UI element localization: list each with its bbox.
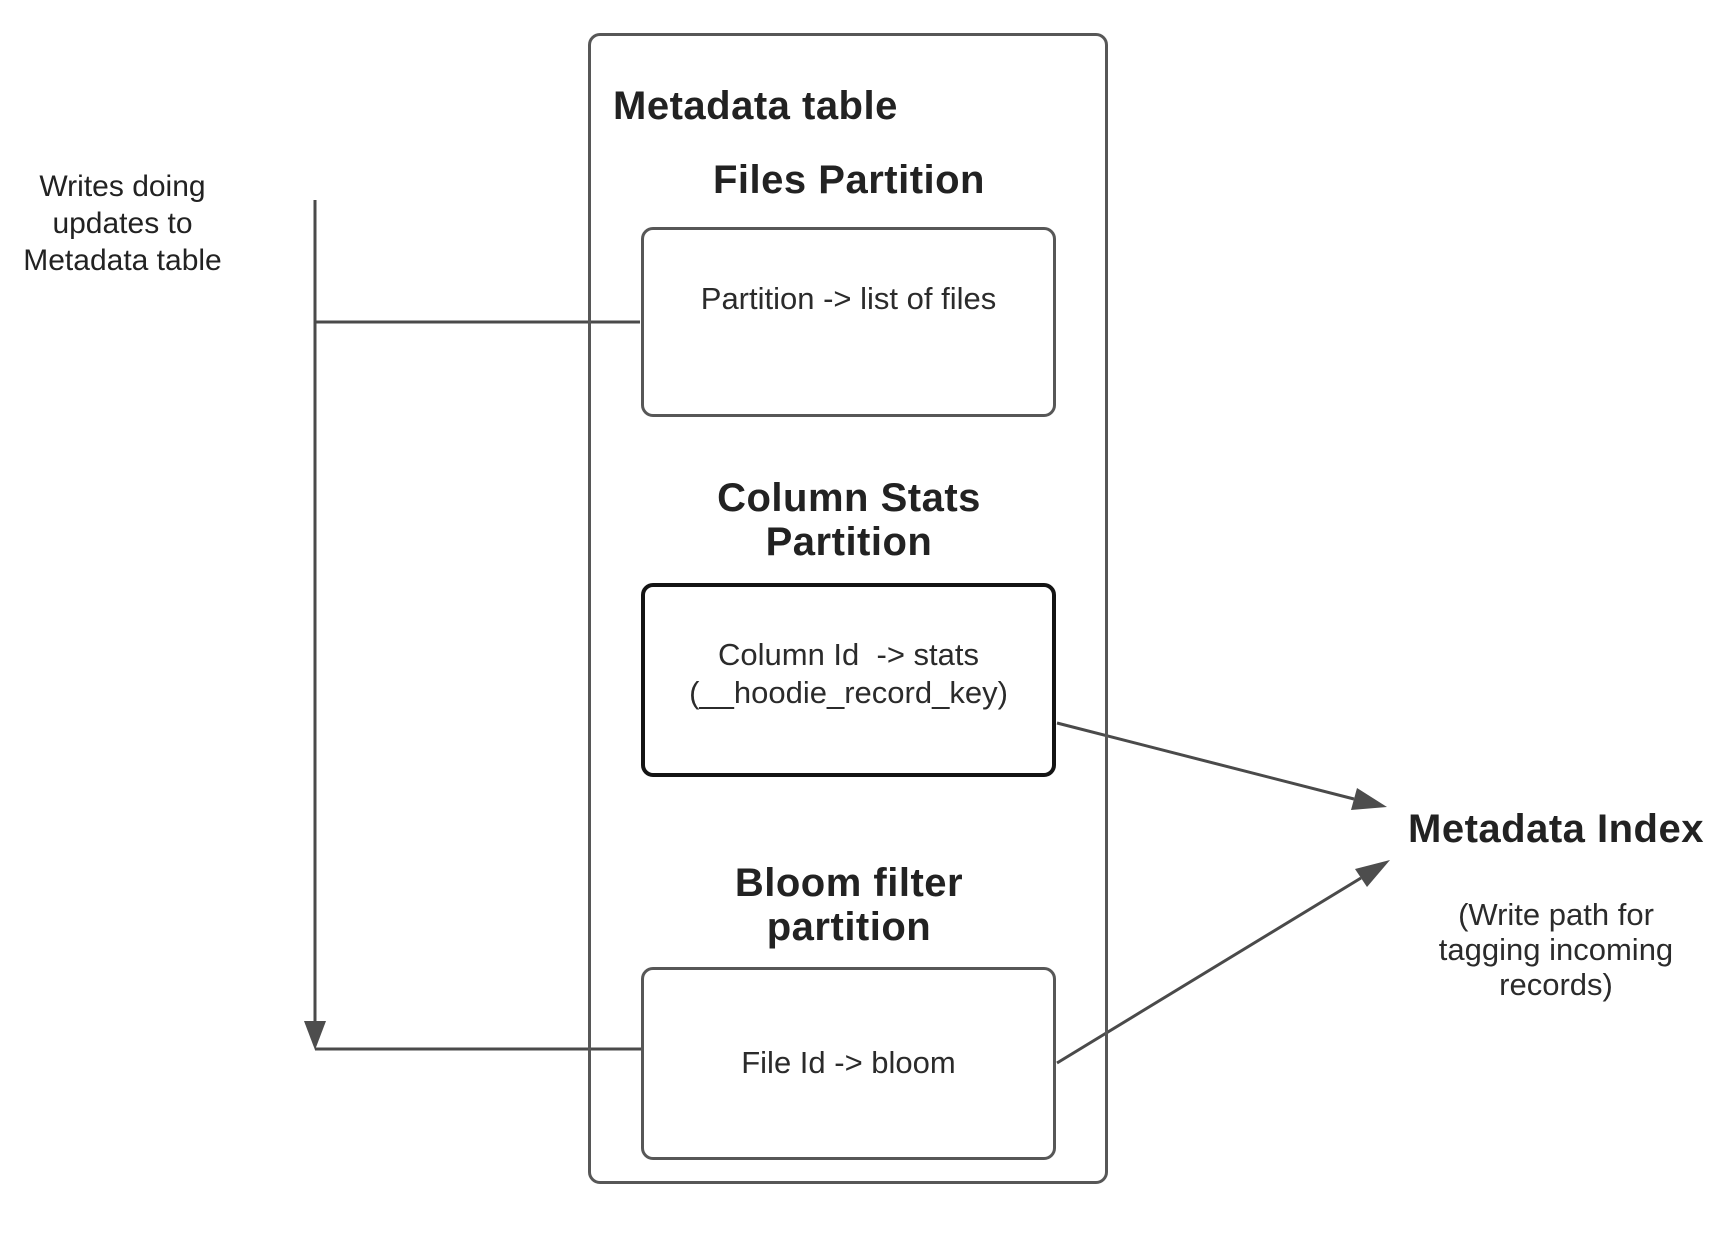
- up-right-arrowhead-icon: [1355, 860, 1390, 887]
- down-arrowhead-icon: [304, 1021, 326, 1050]
- writes-note: Writes doing updates to Metadata table: [23, 170, 222, 277]
- files-partition-box: [641, 227, 1056, 417]
- column-stats-box: [641, 583, 1056, 777]
- column-stats-heading: Column Stats Partition: [717, 476, 981, 564]
- metadata-table-box: [588, 33, 1108, 1184]
- bloom-filter-heading: Bloom filter partition: [734, 861, 964, 949]
- bloom-filter-box: [641, 967, 1056, 1160]
- bloom-filter-mapping: File Id -> bloom: [741, 1045, 956, 1080]
- metadata-table-title: Metadata table: [613, 84, 898, 128]
- files-partition-heading: Files Partition: [713, 158, 985, 202]
- metadata-index-subtitle: (Write path for tagging incoming records…: [1438, 897, 1674, 1002]
- metadata-index-title: Metadata Index: [1408, 807, 1704, 851]
- column-stats-mapping: Column Id -> stats (__hoodie_record_key): [689, 637, 1008, 710]
- files-partition-mapping: Partition -> list of files: [700, 281, 997, 316]
